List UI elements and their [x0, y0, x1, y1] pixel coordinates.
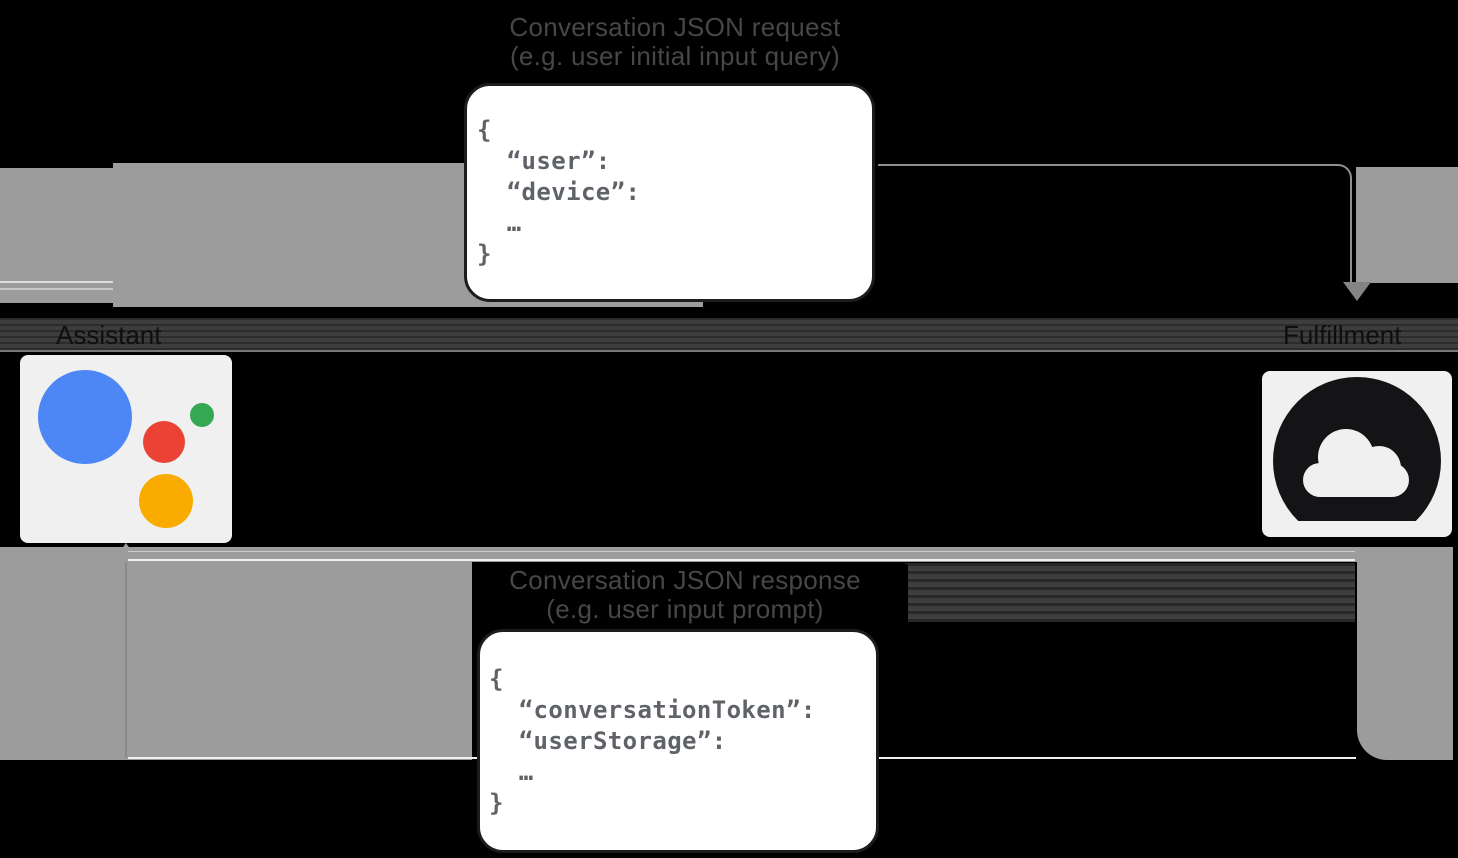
response-title-line2: (e.g. user input prompt) [546, 594, 824, 624]
assistant-label: Assistant [56, 320, 162, 350]
fulfillment-label: Fulfillment [1283, 320, 1402, 350]
assistant-logo-yellow-circle [139, 474, 193, 528]
entity-label-band: Assistant Fulfillment [0, 318, 1458, 352]
cloud-icon [1273, 377, 1441, 521]
request-arrowhead-down-icon [1343, 282, 1371, 301]
response-ribbon-inner-line-1 [128, 551, 1355, 552]
fulfillment-card [1262, 371, 1452, 537]
response-arrow-line-vertical [125, 562, 127, 758]
request-title-line2: (e.g. user initial input query) [509, 41, 841, 71]
response-black-gap [878, 622, 1357, 758]
request-title-line1: Conversation JSON request [509, 12, 841, 42]
response-title-backdrop [480, 564, 908, 626]
assistant-logo-green-circle [190, 403, 214, 427]
response-title-line1: Conversation JSON response [509, 565, 861, 595]
request-ribbon-artifact-line-2 [0, 288, 113, 290]
request-ribbon-artifact-line-1 [0, 281, 113, 283]
response-dark-artifact-block [905, 563, 1355, 622]
response-ribbon-right-column [1357, 547, 1453, 760]
assistant-logo-blue-circle [38, 370, 132, 464]
request-arrow-line-vertical [1350, 179, 1352, 282]
request-ribbon-left-strip [0, 168, 113, 303]
assistant-card [20, 355, 232, 543]
response-payload-box: { “conversationToken”: “userStorage”: … … [477, 629, 879, 853]
response-title: Conversation JSON response (e.g. user in… [455, 566, 915, 624]
request-payload-box: { “user”: “device”: … } [464, 83, 875, 302]
request-arrow-line-corner [1336, 164, 1352, 180]
assistant-logo-red-circle [143, 421, 185, 463]
request-title: Conversation JSON request (e.g. user ini… [400, 13, 950, 71]
response-payload-code: { “conversationToken”: “userStorage”: … … [489, 665, 816, 817]
request-ribbon-right-column [1356, 167, 1458, 283]
request-payload-code: { “user”: “device”: … } [477, 116, 641, 268]
response-ribbon-top-strip [0, 547, 1453, 562]
response-ribbon-inner-line-2 [128, 559, 1355, 561]
request-arrow-line-horizontal [878, 164, 1336, 166]
response-ribbon-left-block [0, 562, 472, 760]
